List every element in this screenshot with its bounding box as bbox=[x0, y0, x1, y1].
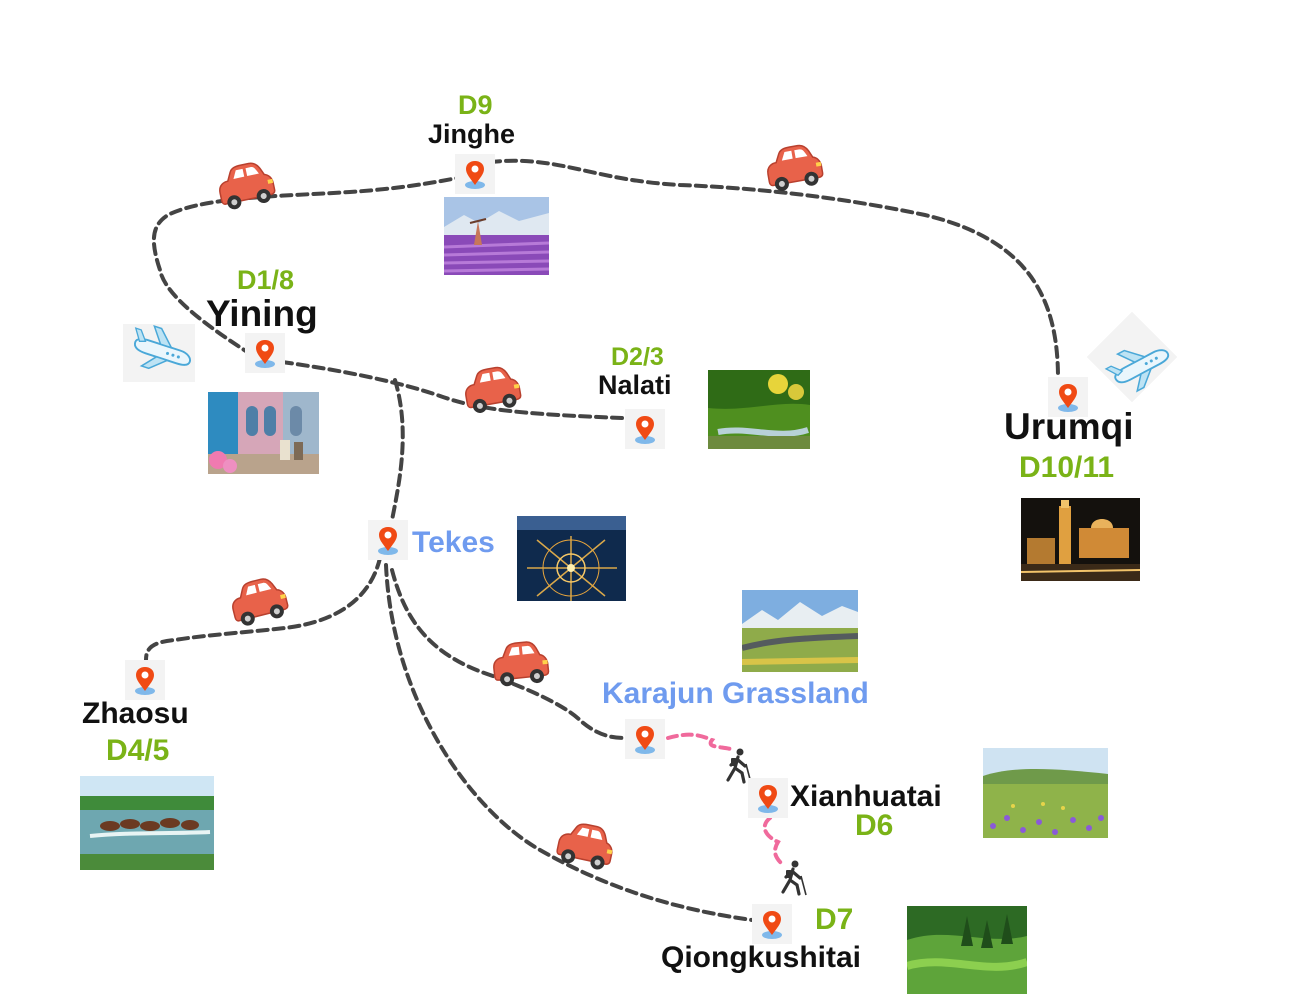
car-icon bbox=[763, 141, 826, 194]
day-label-xianhuatai: D6 bbox=[855, 809, 894, 842]
route-yining-tekes bbox=[390, 378, 405, 522]
photo-tekes-bagua-city bbox=[517, 516, 626, 601]
day-label-zhaosu: D4/5 bbox=[106, 734, 170, 767]
route-yining-nalati bbox=[280, 360, 624, 420]
place-name-nalati[interactable]: Nalati bbox=[598, 370, 672, 400]
photo-karajun-road bbox=[742, 590, 858, 672]
hiker-icon bbox=[726, 746, 753, 785]
hiker-icon bbox=[781, 858, 808, 897]
airplane-icon-yining bbox=[123, 319, 198, 382]
location-pin-icon-karajun[interactable] bbox=[625, 719, 665, 759]
place-name-urumqi[interactable]: Urumqi bbox=[1004, 406, 1134, 447]
location-pin-icon-yining[interactable] bbox=[245, 333, 285, 373]
day-label-qiongkushitai: D7 bbox=[815, 903, 854, 936]
route-jinghe-urumqi bbox=[488, 158, 1060, 380]
day-label-yining: D1/8 bbox=[237, 265, 295, 295]
car-icon bbox=[554, 818, 618, 873]
route-yining-jinghe bbox=[151, 176, 460, 357]
airplane-icons bbox=[123, 311, 1178, 403]
photo-nalati-meadow bbox=[708, 370, 810, 449]
photo-xianhuatai-flowers bbox=[983, 748, 1108, 838]
place-name-karajun[interactable]: Karajun Grassland bbox=[602, 677, 869, 710]
car-icon bbox=[226, 573, 291, 630]
car-icon bbox=[214, 158, 278, 213]
day-label-urumqi: D10/11 bbox=[1019, 451, 1115, 484]
place-name-zhaosu[interactable]: Zhaosu bbox=[82, 697, 189, 730]
place-name-tekes[interactable]: Tekes bbox=[412, 526, 495, 559]
day-label-nalati: D2/3 bbox=[611, 343, 664, 371]
car-icon bbox=[490, 639, 551, 689]
photo-qiongkushitai-valley bbox=[907, 906, 1027, 994]
airplane-icon-urumqi bbox=[1086, 311, 1178, 403]
location-pin-icon-qiongkushitai[interactable] bbox=[752, 904, 792, 944]
location-pin-icon-zhaosu[interactable] bbox=[125, 660, 165, 700]
place-name-xianhuatai[interactable]: Xianhuatai bbox=[790, 780, 942, 813]
location-pin-icon-nalati[interactable] bbox=[625, 409, 665, 449]
place-name-yining[interactable]: Yining bbox=[206, 293, 318, 334]
photo-urumqi-night bbox=[1021, 498, 1140, 581]
driving-routes bbox=[144, 158, 1060, 922]
place-name-jinghe[interactable]: Jinghe bbox=[428, 119, 516, 149]
photo-yining-street bbox=[208, 392, 319, 474]
hike-xianhuatai-qiongkushitai bbox=[762, 816, 784, 866]
location-pin-icon-xianhuatai[interactable] bbox=[748, 778, 788, 818]
route-tekes-qiongkushitai bbox=[384, 563, 754, 922]
hike-karajun-xianhuatai bbox=[666, 732, 737, 752]
day-label-jinghe: D9 bbox=[458, 90, 493, 120]
photo-jinghe-lavender bbox=[444, 197, 549, 275]
hiking-routes bbox=[666, 732, 784, 866]
photo-zhaosu-horses bbox=[80, 776, 214, 870]
route-tekes-zhaosu bbox=[144, 556, 382, 662]
location-pin-icon-tekes[interactable] bbox=[368, 520, 408, 560]
route-tekes-karajun bbox=[390, 568, 628, 740]
place-name-qiongkushitai[interactable]: Qiongkushitai bbox=[661, 941, 862, 974]
location-pin-icon-jinghe[interactable] bbox=[455, 154, 495, 194]
